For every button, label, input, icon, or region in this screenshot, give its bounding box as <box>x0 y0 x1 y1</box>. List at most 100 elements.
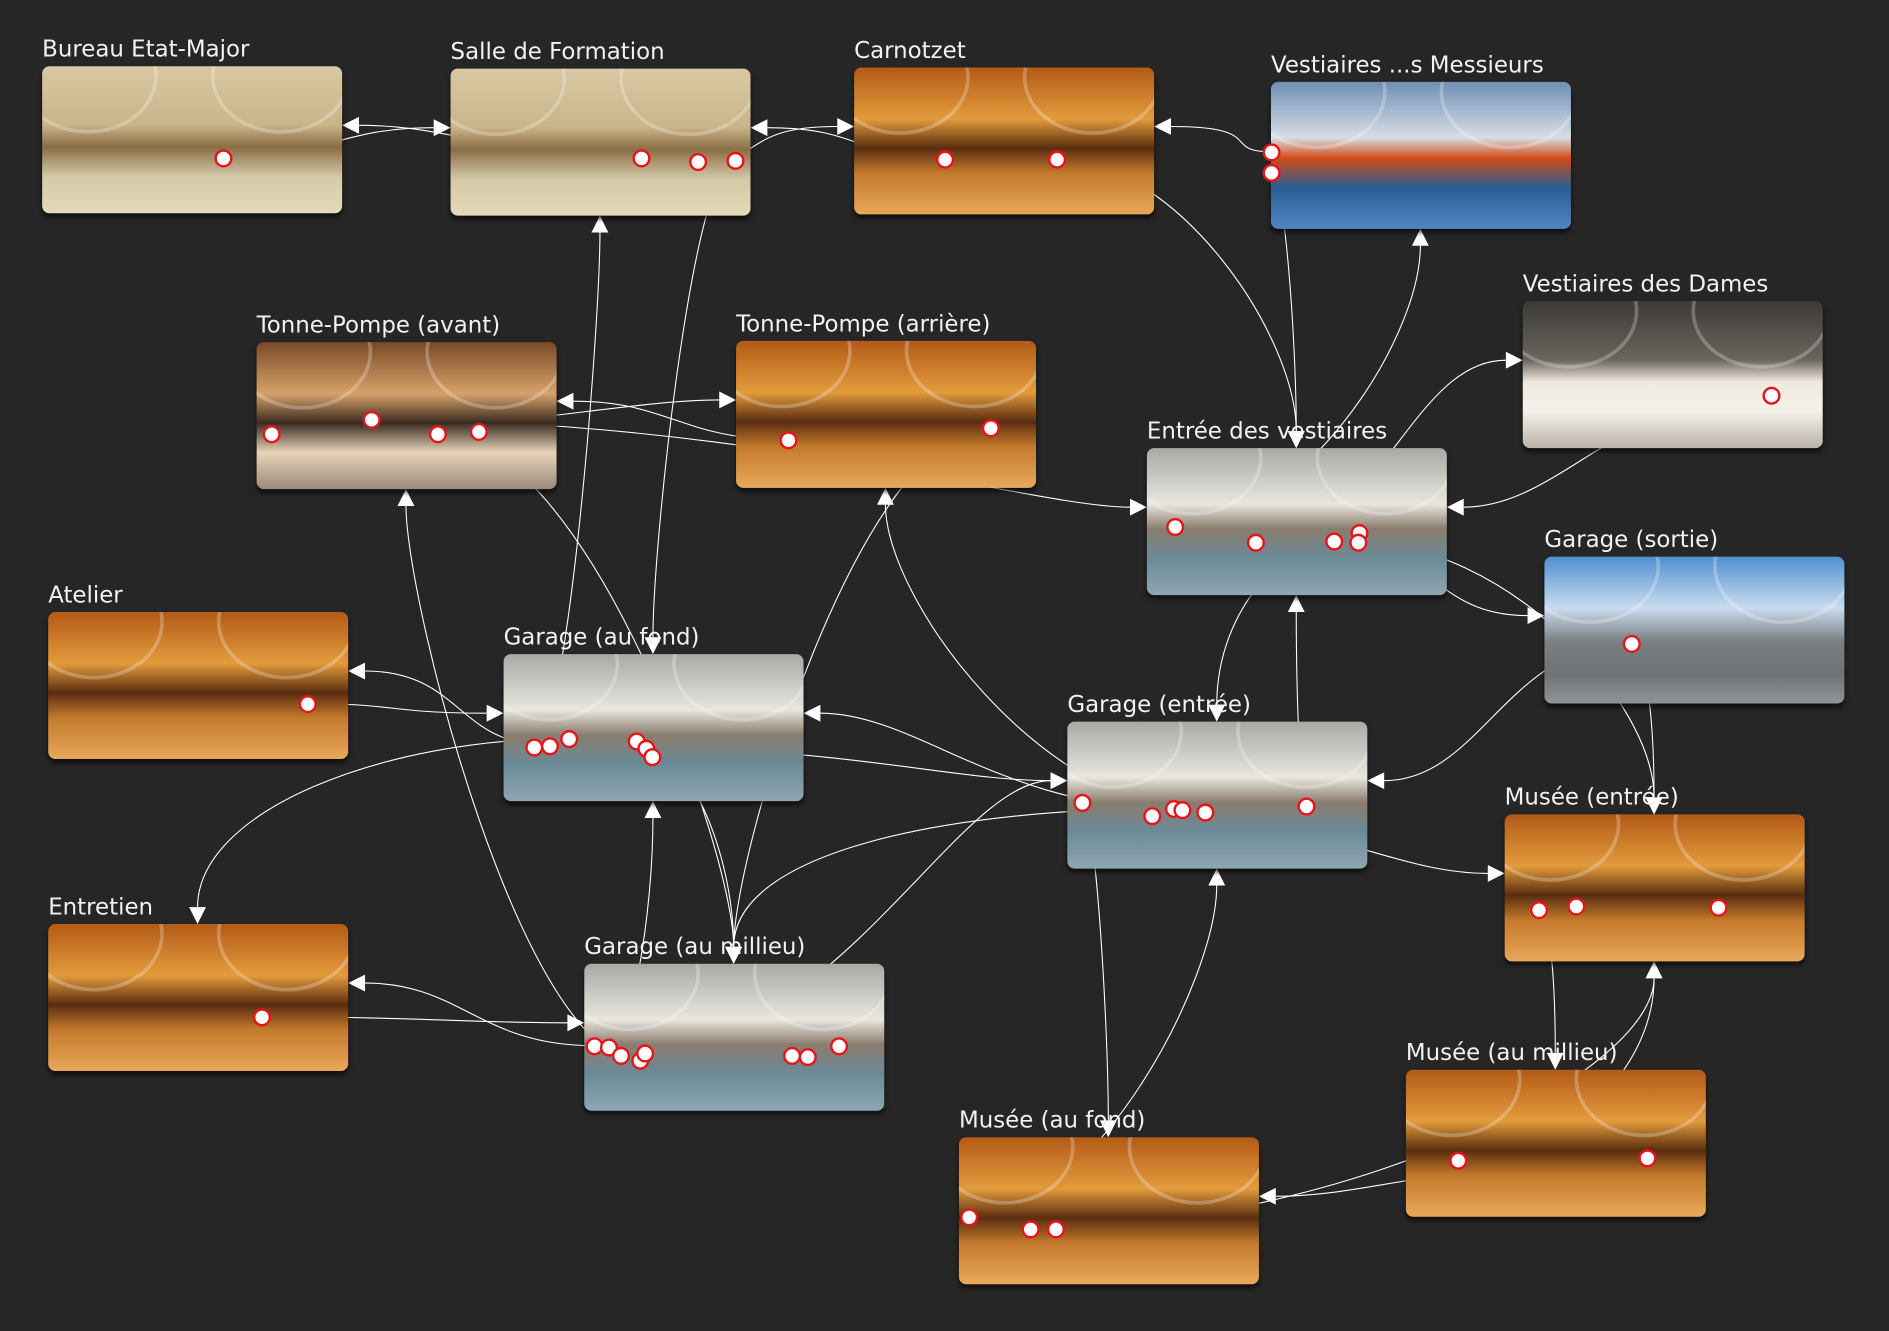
arrowhead-icon <box>567 1014 585 1032</box>
hotspot-marker[interactable] <box>689 152 708 172</box>
hotspot-marker[interactable] <box>1196 803 1215 822</box>
arrowhead-icon <box>486 704 504 722</box>
arrowhead-icon <box>591 215 609 233</box>
hotspot-marker[interactable] <box>298 695 317 714</box>
arrowhead-icon <box>1208 868 1226 886</box>
node-title: Garage (au fond) <box>503 624 700 651</box>
hotspot-marker[interactable] <box>1021 1220 1040 1239</box>
panorama-thumbnail[interactable] <box>503 654 804 802</box>
arrowhead-icon <box>348 974 366 992</box>
arrowhead-icon <box>189 907 207 925</box>
node-title: Garage (entrée) <box>1067 691 1251 719</box>
hotspot-marker[interactable] <box>1143 807 1162 826</box>
arrowhead-icon <box>1154 118 1171 135</box>
hotspot-marker[interactable] <box>1173 801 1192 820</box>
hotspot-marker[interactable] <box>981 419 1000 438</box>
panorama-thumbnail[interactable] <box>48 924 349 1071</box>
hotspot-marker[interactable] <box>1048 150 1067 169</box>
hotspot-marker[interactable] <box>362 410 381 429</box>
arrowhead-icon <box>397 489 415 506</box>
hotspot-marker[interactable] <box>560 730 579 749</box>
hotspot-marker[interactable] <box>830 1037 849 1056</box>
panorama-thumbnail[interactable] <box>1146 448 1447 596</box>
link-edge <box>365 982 594 1047</box>
hotspot-marker[interactable] <box>1262 163 1281 182</box>
panorama-thumbnail[interactable] <box>854 67 1155 215</box>
hotspot-marker[interactable] <box>252 1008 272 1027</box>
panorama-thumbnail[interactable] <box>48 611 349 759</box>
hotspot-marker[interactable] <box>1762 386 1781 405</box>
hotspot-marker[interactable] <box>1622 634 1641 653</box>
hotspot-marker[interactable] <box>1166 518 1185 537</box>
hotspot-marker[interactable] <box>1709 898 1728 917</box>
node-title: Tonne-Pompe (arrière) <box>736 310 991 338</box>
panorama-thumbnail[interactable] <box>1270 81 1571 229</box>
hotspot-marker[interactable] <box>1567 897 1586 916</box>
panorama-thumbnail[interactable] <box>1544 556 1845 704</box>
link-edge <box>1170 125 1271 153</box>
arrowhead-icon <box>556 392 574 410</box>
arrowhead-icon <box>1050 772 1068 790</box>
hotspot-marker[interactable] <box>1449 1151 1468 1170</box>
hotspot-marker[interactable] <box>779 431 798 450</box>
panorama-thumbnail[interactable] <box>42 66 343 214</box>
panorama-thumbnail[interactable] <box>1504 814 1805 962</box>
link-edge <box>652 159 735 638</box>
panorama-thumbnail[interactable] <box>1522 301 1823 449</box>
node-title: Entrée des vestiaires <box>1146 418 1388 445</box>
arrowhead-icon <box>1527 607 1545 625</box>
node-title: Garage (sortie) <box>1544 526 1719 553</box>
panorama-thumbnail[interactable] <box>736 340 1037 488</box>
arrowhead-icon <box>1411 228 1429 246</box>
hotspot-marker[interactable] <box>636 1044 655 1063</box>
panorama-thumbnail[interactable] <box>1405 1069 1706 1217</box>
hotspot-marker[interactable] <box>1638 1149 1657 1168</box>
hotspot-marker[interactable] <box>1325 532 1344 551</box>
hotspot-marker[interactable] <box>262 425 281 444</box>
arrowhead-icon <box>433 119 451 137</box>
hotspot-marker[interactable] <box>1246 533 1265 552</box>
hotspot-marker[interactable] <box>1297 797 1316 816</box>
hotspot-marker[interactable] <box>632 149 651 168</box>
node-title: Musée (au fond) <box>958 1107 1146 1134</box>
panorama-thumbnail[interactable] <box>958 1137 1259 1285</box>
arrowhead-icon <box>644 801 662 818</box>
hotspot-marker[interactable] <box>1349 533 1368 552</box>
arrowhead-icon <box>1367 772 1385 790</box>
arrowhead-icon <box>877 487 894 505</box>
arrowhead-icon <box>1446 498 1464 516</box>
hotspot-marker[interactable] <box>611 1046 631 1065</box>
hotspot-marker[interactable] <box>1262 143 1281 162</box>
arrowhead-icon <box>1050 772 1068 790</box>
node-title: Vestiaires ...s Messieurs <box>1270 51 1544 79</box>
panorama-thumbnail[interactable] <box>450 68 751 216</box>
hotspot-marker[interactable] <box>469 422 488 441</box>
panorama-thumbnail[interactable] <box>1067 721 1368 869</box>
node-title: Musée (entrée) <box>1504 784 1679 811</box>
arrowhead-icon <box>1505 351 1523 369</box>
hotspot-marker[interactable] <box>540 737 559 756</box>
arrowhead-icon <box>719 391 737 409</box>
hotspot-marker[interactable] <box>1073 793 1092 812</box>
node-title: Garage (au millieu) <box>584 933 806 961</box>
node-title: Carnotzet <box>854 37 966 64</box>
hotspot-marker[interactable] <box>726 151 745 170</box>
hotspot-marker[interactable] <box>428 425 447 444</box>
arrowhead-icon <box>1258 1187 1276 1205</box>
hotspot-marker[interactable] <box>936 150 955 169</box>
arrowhead-icon <box>803 704 821 722</box>
panorama-thumbnail[interactable] <box>256 342 557 490</box>
node-title: Entretien <box>48 893 154 921</box>
hotspot-marker[interactable] <box>214 149 233 168</box>
hotspot-marker[interactable] <box>960 1208 979 1227</box>
hotspot-marker[interactable] <box>1529 901 1549 920</box>
hotspot-marker[interactable] <box>1046 1220 1065 1239</box>
node-title: Tonne-Pompe (avant) <box>256 312 501 339</box>
node-title: Atelier <box>48 581 123 609</box>
hotspot-marker[interactable] <box>643 748 662 767</box>
node-title: Vestiaires des Dames <box>1522 271 1769 298</box>
arrowhead-icon <box>1645 961 1663 979</box>
hotspot-marker[interactable] <box>798 1048 817 1067</box>
arrowhead-icon <box>1645 961 1663 979</box>
